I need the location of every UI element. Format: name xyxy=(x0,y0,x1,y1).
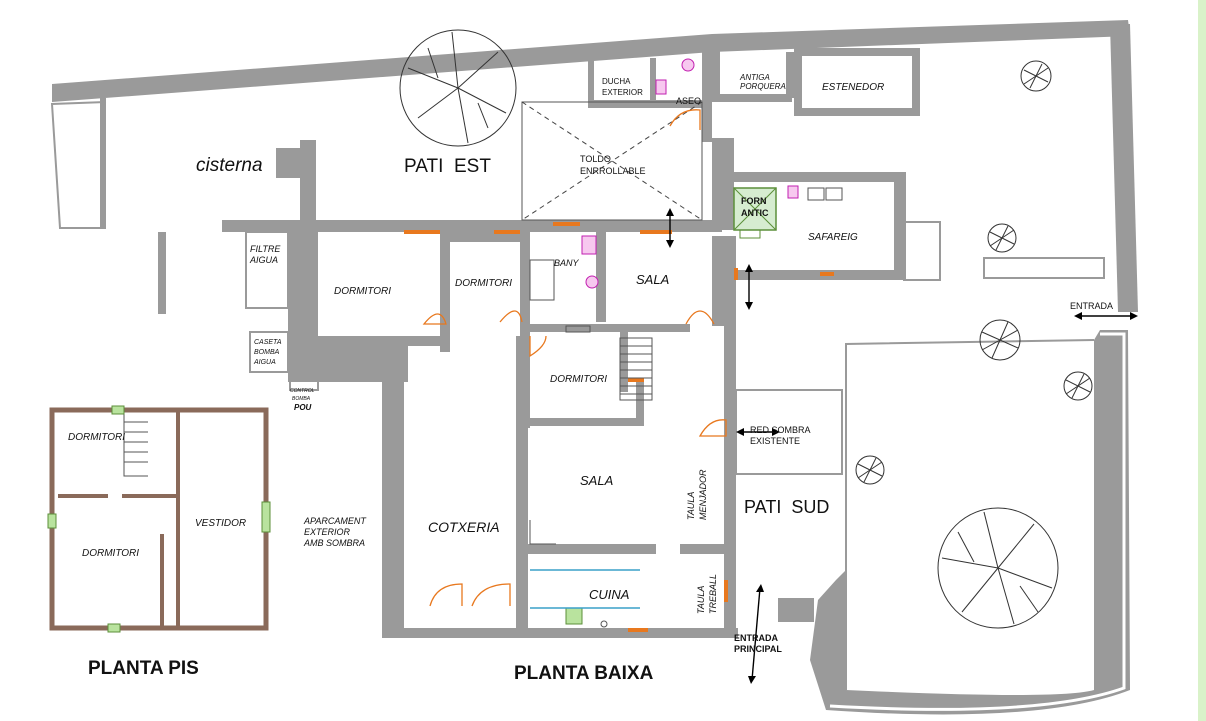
label-aseo: ASEO xyxy=(676,96,701,106)
label-toldo-2: ENRROLLABLE xyxy=(580,166,646,176)
label-caseta-3: AIGUA xyxy=(253,359,276,366)
forn-antic xyxy=(733,187,777,239)
label-taula-treball-1: TAULA xyxy=(696,586,706,614)
label-bany: BANY xyxy=(554,258,580,268)
label-dormitori-2: DORMITORI xyxy=(455,278,512,289)
label-ducha-2: EXTERIOR xyxy=(602,88,643,97)
label-caseta-2: BOMBA xyxy=(254,349,280,356)
label-dormitori-1: DORMITORI xyxy=(334,286,391,297)
thin-lines xyxy=(50,101,1130,715)
label-sala-bottom: SALA xyxy=(580,473,613,488)
label-sala-top: SALA xyxy=(636,272,669,287)
label-taula-treball-2: TREBALL xyxy=(708,574,718,614)
label-aparcament-1: APARCAMENT xyxy=(303,516,367,526)
label-red-sombra-1: RED SOMBRA xyxy=(750,425,811,435)
label-cisterna: cisterna xyxy=(196,155,263,176)
label-forn-2: ANTIC xyxy=(741,208,769,218)
label-aparcament-3: AMB SOMBRA xyxy=(303,538,365,548)
label-pati-est: PATI EST xyxy=(404,156,491,177)
label-caseta-1: CASETA xyxy=(254,339,282,346)
label-entrada-principal-1: ENTRADA xyxy=(734,633,778,643)
label-pati-sud: PATI SUD xyxy=(744,497,829,517)
label-antiga-2: PORQUERA xyxy=(740,82,786,91)
label-forn-1: FORN xyxy=(741,196,767,206)
label-cotxeria: COTXERIA xyxy=(428,519,500,535)
label-antiga-1: ANTIGA xyxy=(739,73,770,82)
tree-icon xyxy=(855,455,885,485)
label-taula-menjador-1: TAULA xyxy=(686,492,696,520)
label-safareig: SAFAREIG xyxy=(808,232,858,243)
label-pou: POU xyxy=(294,403,312,412)
sanitary xyxy=(529,58,843,628)
tree-icon xyxy=(979,319,1021,361)
tree-icon xyxy=(1020,60,1052,92)
label-filtre-2: AIGUA xyxy=(249,255,278,265)
label-estenedor: ESTENEDOR xyxy=(822,82,884,93)
doors xyxy=(404,109,834,632)
tree-icon xyxy=(987,223,1017,253)
planta-pis-drawing xyxy=(47,405,271,633)
label-planta-pis: PLANTA PIS xyxy=(88,658,199,679)
label-planta-baixa: PLANTA BAIXA xyxy=(514,663,654,684)
label-aparcament-2: EXTERIOR xyxy=(304,527,351,537)
trees xyxy=(399,29,1093,629)
label-control-1: CONTROL xyxy=(290,388,315,394)
label-pis-vestidor: VESTIDOR xyxy=(195,518,246,529)
arrows xyxy=(666,208,1138,684)
label-pis-dormitori-2: DORMITORI xyxy=(82,548,139,559)
label-ducha-1: DUCHA xyxy=(602,77,631,86)
label-taula-menjador-2: MENJADOR xyxy=(698,469,708,520)
label-toldo-1: TOLDO xyxy=(580,154,611,164)
tree-icon xyxy=(399,29,517,147)
label-red-sombra-2: EXISTENTE xyxy=(750,436,800,446)
label-dormitori-3: DORMITORI xyxy=(550,374,607,385)
label-entrada: ENTRADA xyxy=(1070,301,1113,311)
label-control-2: BOMBA xyxy=(292,396,311,402)
label-filtre-1: FILTRE xyxy=(250,244,281,254)
label-cuina: CUINA xyxy=(589,587,629,602)
label-entrada-principal-2: PRINCIPAL xyxy=(734,644,782,654)
tree-icon xyxy=(1063,371,1093,401)
labels: cisterna PATI EST DUCHA EXTERIOR ASEO AN… xyxy=(68,73,1113,684)
stairs xyxy=(619,337,653,401)
label-pis-dormitori-1: DORMITORI xyxy=(68,432,125,443)
tree-icon xyxy=(937,507,1059,629)
edge-bar xyxy=(1198,0,1206,721)
